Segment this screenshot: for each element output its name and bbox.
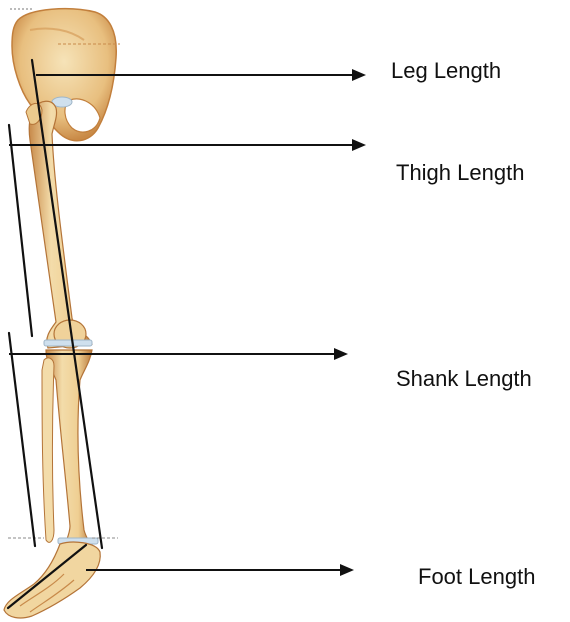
- thigh-length-arrow: [9, 139, 366, 151]
- foot-length-label: Foot Length: [418, 564, 535, 590]
- shank-length-measure-line: [9, 333, 35, 546]
- shank-length-label: Shank Length: [396, 366, 532, 392]
- thigh-length-measure-line: [9, 125, 32, 336]
- foot-length-arrow: [86, 564, 354, 576]
- fibula-bone: [42, 358, 54, 542]
- leg-length-label: Leg Length: [391, 58, 501, 84]
- thigh-length-label: Thigh Length: [396, 160, 524, 186]
- skeleton-illustration: [4, 9, 120, 618]
- foot-bones: [4, 542, 100, 618]
